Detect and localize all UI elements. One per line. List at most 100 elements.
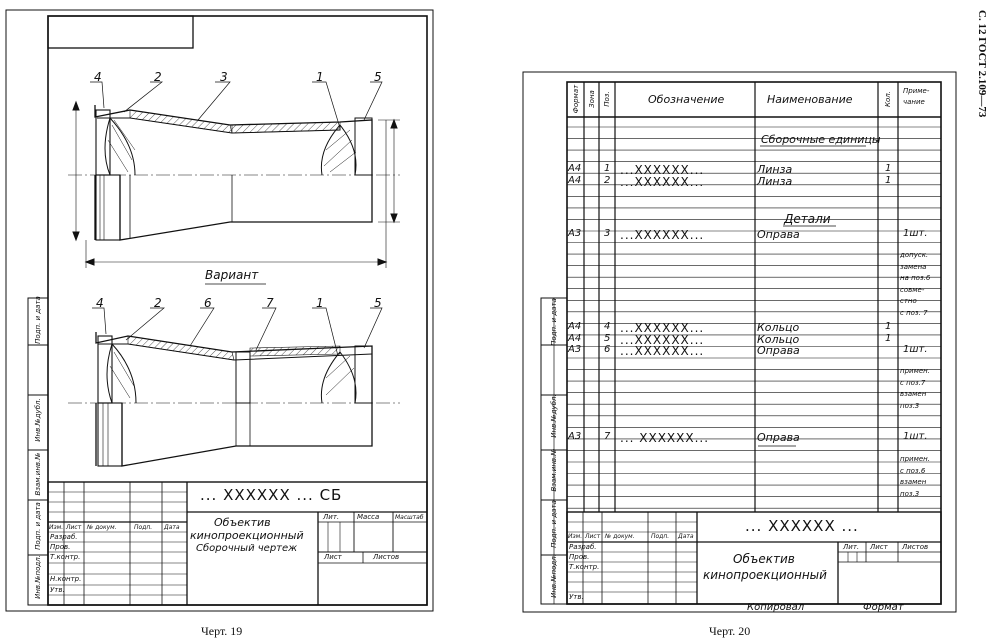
- row-designation: ...XXXXXX...: [620, 344, 705, 358]
- row-position: 5: [604, 333, 611, 344]
- row-position: 7: [604, 431, 611, 442]
- callout-6: 6: [204, 296, 212, 310]
- row-razrab: Разраб.: [569, 543, 597, 551]
- row-format: А4: [568, 175, 582, 186]
- callout-4: 4: [96, 296, 104, 310]
- row-designation: ...XXXXXX...: [620, 163, 705, 177]
- row-utv: Утв.: [569, 593, 584, 601]
- product-name-1: Объектив: [214, 516, 271, 529]
- col-zone: Зона: [588, 90, 596, 108]
- col-designation: Обозначение: [648, 93, 725, 106]
- note-line: примен.: [900, 367, 930, 375]
- note-line: поз.3: [900, 401, 920, 410]
- note-line: с поз.6: [900, 466, 926, 475]
- row-designation: ...XXXXXX...: [620, 228, 705, 242]
- row-designation: ...XXXXXX...: [620, 175, 705, 189]
- row-name: Кольцо: [757, 321, 800, 334]
- col-data: Дата: [678, 533, 694, 540]
- col-qty: Кол.: [884, 91, 892, 107]
- col-doc: № докум.: [87, 524, 117, 531]
- row-format: А4: [568, 333, 582, 344]
- note-line: с поз. 7: [900, 308, 928, 317]
- designation: ... XXXXXX ...: [745, 517, 859, 535]
- callout-2: 2: [154, 296, 162, 310]
- row-qty: 1: [885, 321, 892, 332]
- note-line: примен.: [900, 455, 930, 463]
- product-name-2: кинопроекционный: [190, 529, 304, 542]
- row-name: Кольцо: [757, 333, 800, 346]
- col-doc: № докум.: [605, 533, 635, 540]
- note-line: поз.3: [900, 489, 920, 498]
- row-designation: ... XXXXXX...: [620, 431, 710, 445]
- callout-4: 4: [94, 70, 102, 84]
- row-format: А3: [568, 431, 582, 442]
- row-name: Оправа: [757, 344, 800, 357]
- mass-label: Масса: [357, 513, 380, 521]
- designation: ... XXXXXX ... СБ: [200, 486, 343, 504]
- note-line: взамен: [900, 478, 927, 487]
- sheets-label: Листов: [902, 543, 929, 551]
- col-note: Приме- чание: [903, 87, 930, 106]
- row-utv: Утв.: [50, 586, 65, 594]
- row-name: Линза: [757, 175, 793, 188]
- row-tkontr: Т.контр.: [569, 563, 600, 571]
- callout-7: 7: [266, 296, 274, 310]
- row-designation: ...XXXXXX...: [620, 333, 705, 347]
- strip-podp-data-2: Подп. и дата: [550, 298, 558, 346]
- row-qty: 1: [885, 163, 892, 174]
- note-line: с поз.7: [900, 378, 926, 387]
- row-format: А4: [568, 321, 582, 332]
- row-format: А4: [568, 163, 582, 174]
- row-qty: 1: [885, 175, 892, 186]
- sheet-label: Лист: [870, 543, 888, 551]
- note-line: на поз.6: [900, 274, 931, 283]
- row-name: Линза: [757, 163, 793, 176]
- note-line: стно: [900, 297, 917, 306]
- col-podp: Подп.: [134, 524, 153, 531]
- row-designation: ...XXXXXX...: [620, 321, 705, 335]
- variant-label: Вариант: [205, 268, 259, 282]
- row-note: 1шт.: [903, 344, 928, 355]
- row-position: 2: [604, 175, 611, 186]
- strip-vzam-inv: Взам.инв.№: [550, 448, 558, 492]
- callout-3: 3: [220, 70, 228, 84]
- row-prov: Пров.: [50, 543, 71, 551]
- callout-1: 1: [316, 70, 324, 84]
- product-name-2: кинопроекционный: [703, 568, 827, 582]
- section-details: Детали: [784, 212, 831, 226]
- callout-5: 5: [374, 296, 382, 310]
- row-qty: 1: [885, 333, 892, 344]
- callout-2: 2: [154, 70, 162, 84]
- format-label: Формат: [863, 602, 904, 613]
- section-assemblies: Сборочные единицы: [761, 133, 881, 146]
- row-position: 6: [604, 344, 611, 355]
- note-line: замена: [900, 262, 927, 271]
- row-note: 1шт.: [903, 228, 928, 239]
- sheets-label: Листов: [373, 553, 400, 561]
- col-format: Формат: [572, 84, 580, 114]
- row-name: Оправа: [757, 228, 800, 241]
- row-nkontr: Н.контр.: [50, 575, 82, 583]
- row-format: А3: [568, 344, 582, 355]
- row-tkontr: Т.контр.: [50, 553, 81, 561]
- row-format: А3: [568, 228, 582, 239]
- col-data: Дата: [164, 524, 180, 531]
- note-line: взамен: [900, 390, 927, 399]
- row-name: Оправа: [757, 431, 800, 444]
- row-position: 3: [604, 228, 611, 239]
- strip-inv-dubl: Инв.№дубл.: [550, 394, 558, 438]
- lit-label: Лит.: [843, 543, 860, 551]
- col-izm: Изм.: [49, 524, 64, 531]
- product-name-1: Объектив: [733, 552, 795, 566]
- sheet-label: Лист: [324, 553, 342, 561]
- copied-label: Копировал: [747, 602, 805, 613]
- row-position: 1: [604, 163, 611, 174]
- col-pos: Поз.: [603, 91, 611, 107]
- row-position: 4: [604, 321, 611, 332]
- note-line: допуск.: [900, 251, 929, 259]
- figure-caption-19: Черт. 19: [201, 624, 243, 638]
- scale-label: Масштаб: [395, 514, 424, 521]
- col-name: Наименование: [767, 93, 853, 106]
